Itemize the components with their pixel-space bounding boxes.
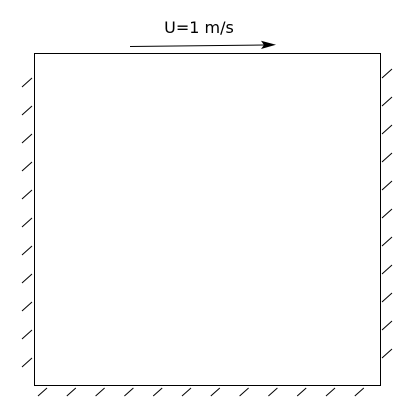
bottom-wall-hatch-mark xyxy=(268,387,278,397)
right-wall-hatch-mark xyxy=(381,264,393,275)
bottom-wall-hatch-mark xyxy=(37,387,48,397)
bottom-wall-hatch-mark xyxy=(66,387,77,397)
left-wall-hatch-mark xyxy=(21,217,33,228)
right-wall-hatch-mark xyxy=(381,348,393,359)
bottom-wall-hatch-mark xyxy=(95,387,105,397)
right-wall-hatch-mark xyxy=(381,124,393,135)
right-wall-hatch-mark xyxy=(381,96,393,107)
left-wall-hatch-mark xyxy=(21,357,33,368)
right-wall-hatch-mark xyxy=(381,236,393,247)
left-wall-hatch-mark xyxy=(21,161,33,172)
right-wall-hatch-mark xyxy=(381,208,393,219)
left-wall-hatch-mark xyxy=(21,77,33,88)
bottom-wall-hatching xyxy=(37,387,365,397)
left-wall-hatch-mark xyxy=(21,105,33,116)
right-wall-hatch-mark xyxy=(381,68,393,79)
left-wall-hatch-mark xyxy=(21,273,33,284)
left-wall-hatch-mark xyxy=(21,301,33,312)
right-wall-hatching xyxy=(381,68,393,359)
cavity-domain xyxy=(34,53,381,386)
lid-velocity-arrow-head xyxy=(261,40,276,49)
lid-velocity-label: U=1 m/s xyxy=(164,18,234,37)
bottom-wall-hatch-mark xyxy=(325,387,336,397)
right-wall-hatch-mark xyxy=(381,180,393,191)
bottom-wall-hatch-mark xyxy=(152,387,163,397)
bottom-wall-hatch-mark xyxy=(124,387,134,397)
bottom-wall-hatch-mark xyxy=(210,387,221,397)
bottom-wall-hatch-mark xyxy=(354,387,365,397)
left-wall-hatch-mark xyxy=(21,133,33,144)
left-wall-hatch-mark xyxy=(21,245,33,256)
bottom-wall-hatch-mark xyxy=(181,387,192,397)
right-wall-hatch-mark xyxy=(381,320,393,331)
right-wall-hatch-mark xyxy=(381,292,393,303)
left-wall-hatch-mark xyxy=(21,329,33,340)
right-wall-hatch-mark xyxy=(381,152,393,163)
lid-velocity-arrow-shaft xyxy=(129,44,265,47)
lid-velocity-arrow xyxy=(129,40,276,49)
bottom-wall-hatch-mark xyxy=(296,387,307,397)
left-wall-hatching xyxy=(21,77,33,368)
left-wall-hatch-mark xyxy=(21,189,33,200)
bottom-wall-hatch-mark xyxy=(239,387,249,397)
